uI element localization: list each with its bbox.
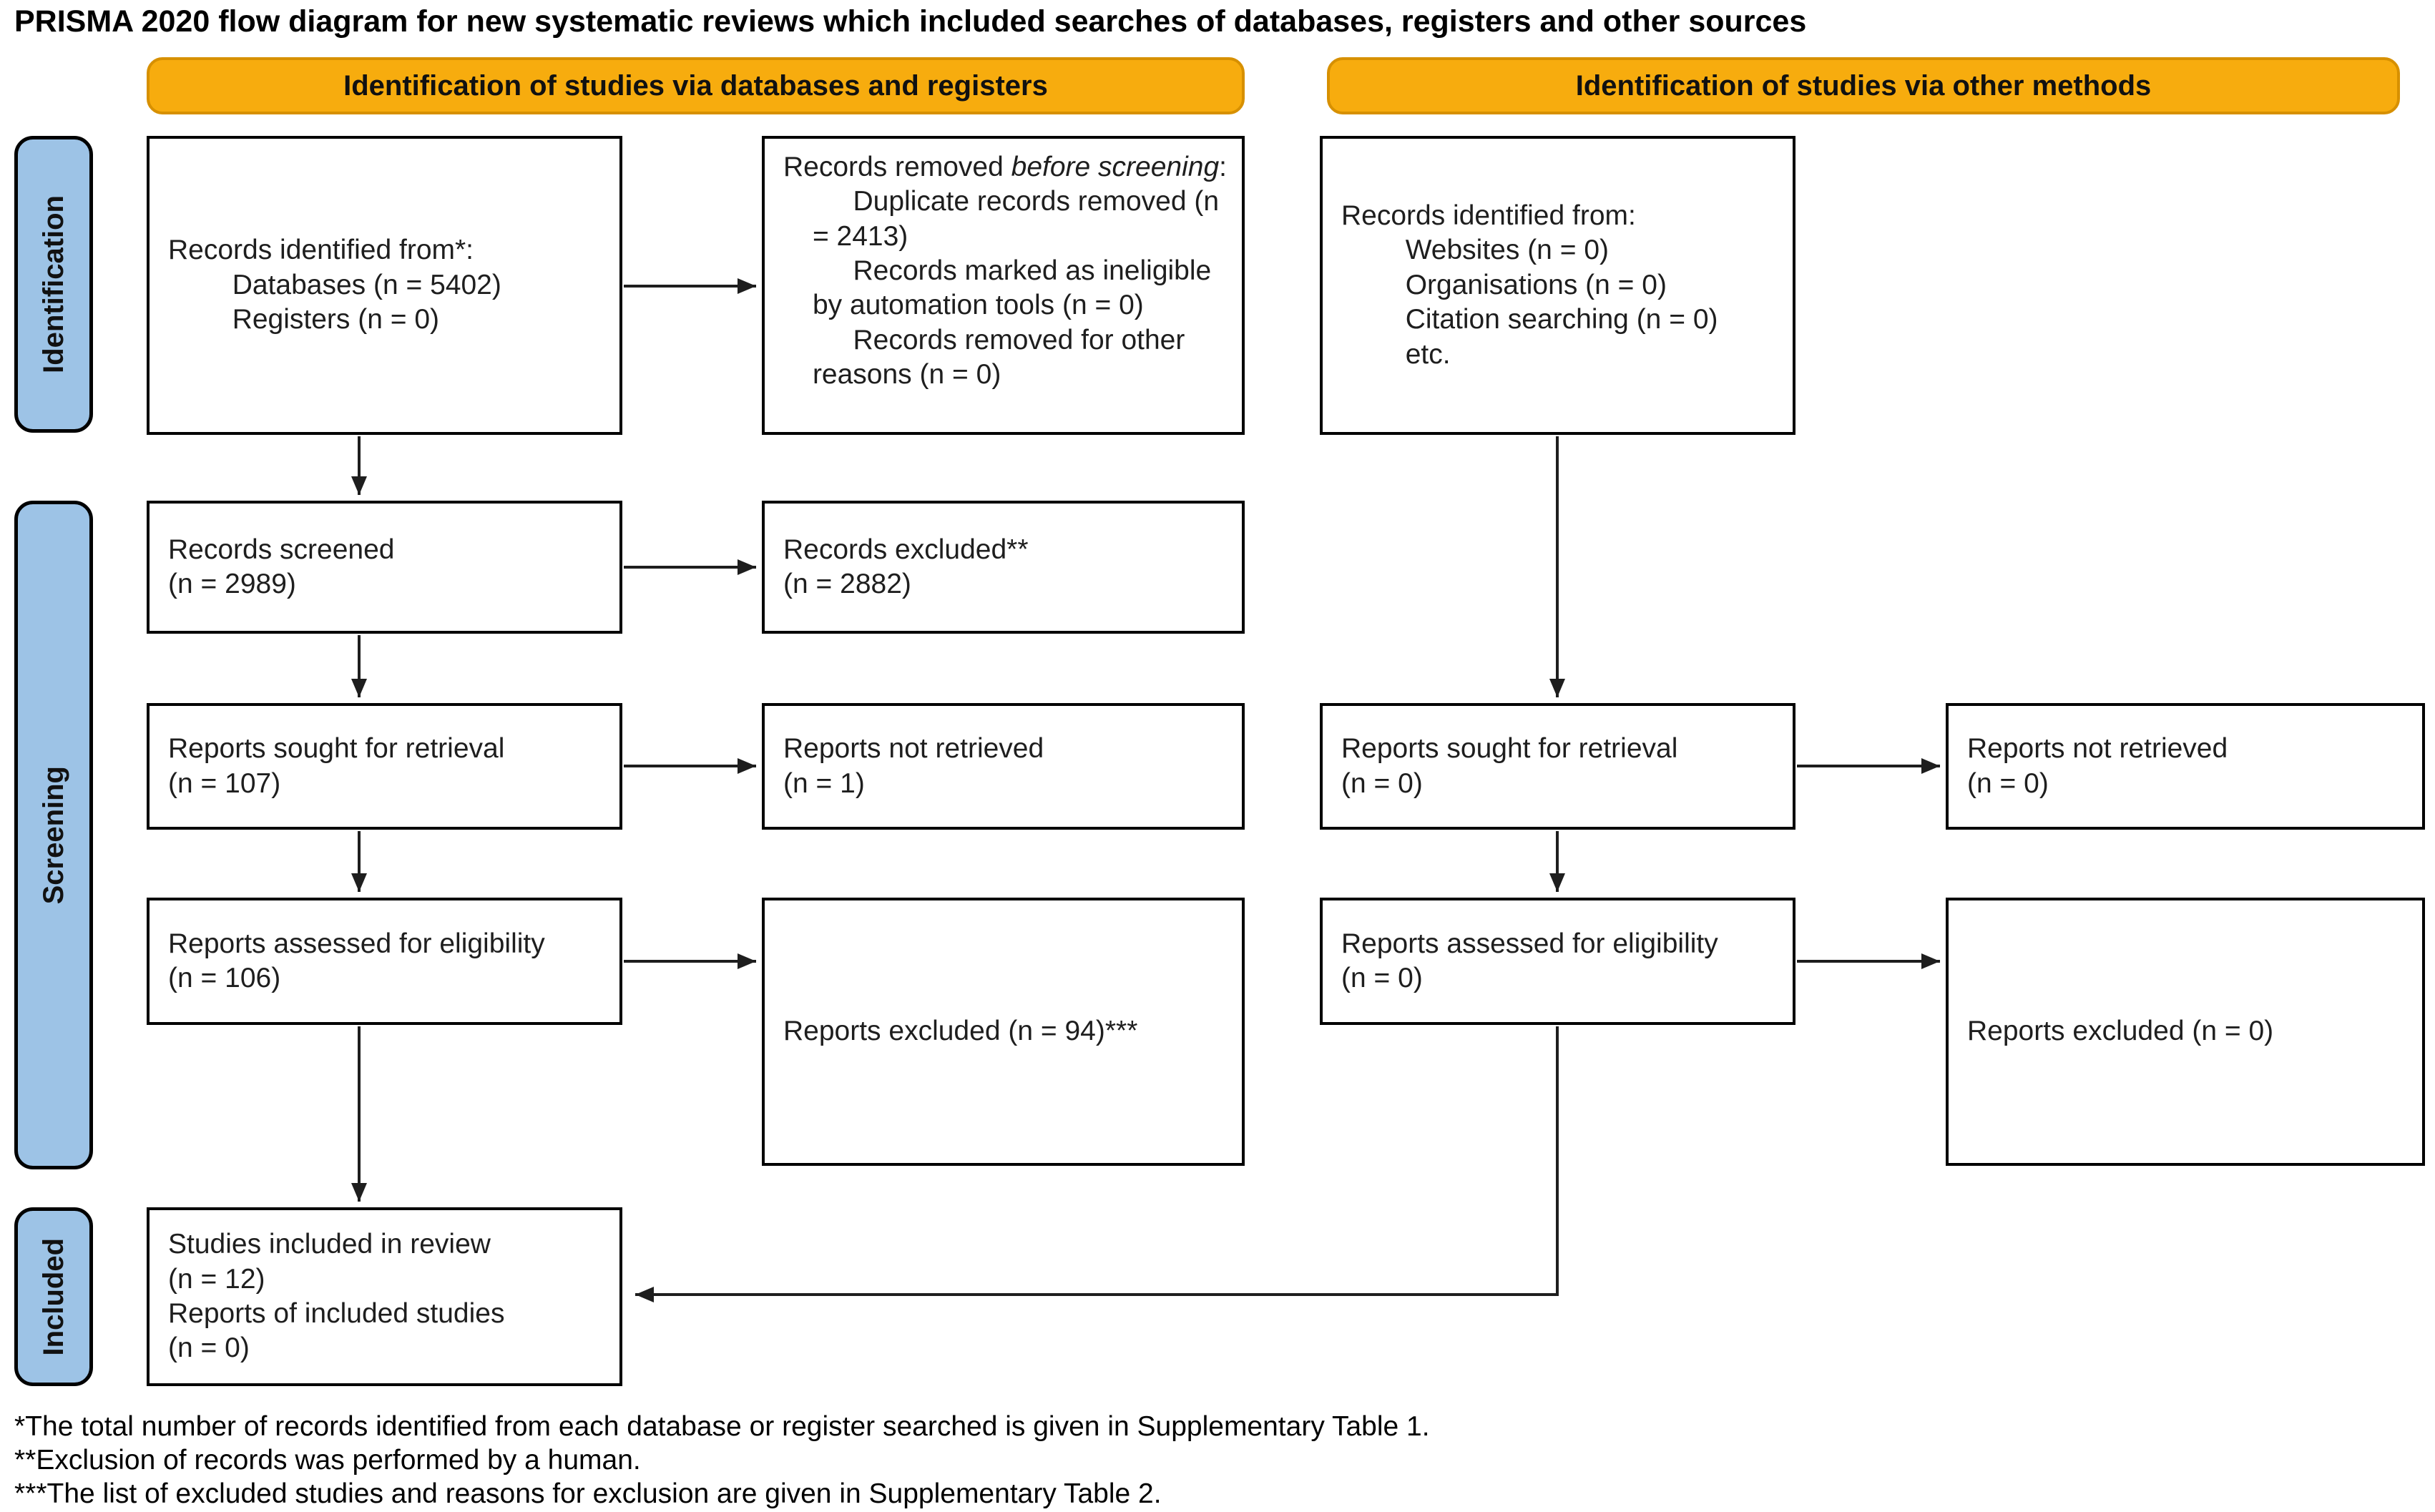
box-reports-not-retrieved-databases: Reports not retrieved (n = 1) (762, 703, 1245, 830)
box-studies-included: Studies included in review (n = 12) Repo… (147, 1207, 622, 1386)
footnote-1: *The total number of records identified … (14, 1411, 1430, 1442)
footnote-2: **Exclusion of records was performed by … (14, 1444, 641, 1476)
banner-other-methods: Identification of studies via other meth… (1327, 57, 2400, 114)
records-excluded-count: (n = 2882) (783, 569, 911, 599)
reports-sought-other-label: Reports sought for retrieval (1341, 733, 1678, 765)
reports-not-retrieved-db-count: (n = 1) (783, 767, 865, 799)
banner-databases-registers-label: Identification of studies via databases … (343, 69, 1048, 102)
stage-label-screening-text: Screening (37, 765, 69, 905)
box-records-screened: Records screened (n = 2989) (147, 501, 622, 634)
studies-included-label: Studies included in review (168, 1229, 491, 1260)
reports-assessed-db-count: (n = 106) (168, 963, 281, 993)
stage-label-identification-text: Identification (37, 195, 69, 373)
reports-excluded-other-label: Reports excluded (n = 0) (1967, 1016, 2274, 1047)
websites-count: Websites (n = 0) (1405, 235, 1609, 266)
box-reports-excluded-databases: Reports excluded (n = 94)*** (762, 898, 1245, 1166)
reports-excluded-db-label: Reports excluded (n = 94)*** (783, 1016, 1138, 1047)
reports-sought-other-count: (n = 0) (1341, 767, 1423, 799)
banner-databases-registers: Identification of studies via databases … (147, 57, 1245, 114)
box-records-identified-databases: Records identified from*: Databases (n =… (147, 136, 622, 435)
box-reports-excluded-other: Reports excluded (n = 0) (1946, 898, 2425, 1166)
box-reports-assessed-databases: Reports assessed for eligibility (n = 10… (147, 898, 622, 1025)
reports-not-retrieved-other-count: (n = 0) (1967, 767, 2049, 799)
records-removed-heading: Records removed before screening: (783, 152, 1228, 182)
citation-searching-count: Citation searching (n = 0) (1405, 304, 1718, 335)
etc-label: etc. (1405, 338, 1451, 370)
stage-label-included: Included (14, 1207, 93, 1386)
reports-of-included-studies-count: (n = 0) (168, 1332, 250, 1364)
diagram-title: PRISMA 2020 flow diagram for new systema… (14, 4, 1807, 39)
records-excluded-label: Records excluded** (783, 534, 1029, 565)
box-reports-sought-other: Reports sought for retrieval (n = 0) (1320, 703, 1795, 830)
organisations-count: Organisations (n = 0) (1405, 269, 1667, 300)
stage-label-identification: Identification (14, 136, 93, 433)
duplicate-records-removed-count: Duplicate records removed (n = 2413) (812, 186, 1220, 252)
records-identified-registers-count: Registers (n = 0) (232, 304, 440, 335)
banner-other-methods-label: Identification of studies via other meth… (1575, 69, 2152, 102)
reports-assessed-other-count: (n = 0) (1341, 963, 1423, 993)
footnote-3: ***The list of excluded studies and reas… (14, 1478, 1162, 1509)
stage-label-screening: Screening (14, 501, 93, 1169)
box-records-removed-before-screening: Records removed before screening: Duplic… (762, 136, 1245, 435)
reports-assessed-db-label: Reports assessed for eligibility (168, 928, 545, 959)
reports-sought-db-label: Reports sought for retrieval (168, 733, 505, 765)
records-identified-heading: Records identified from*: (168, 235, 474, 266)
box-records-excluded: Records excluded** (n = 2882) (762, 501, 1245, 634)
records-removed-other-reasons-count: Records removed for other reasons (n = 0… (812, 324, 1185, 391)
records-ineligible-automation-count: Records marked as ineligible by automati… (812, 255, 1212, 321)
box-reports-sought-databases: Reports sought for retrieval (n = 107) (147, 703, 622, 830)
records-identified-databases-count: Databases (n = 5402) (232, 269, 501, 300)
studies-included-count: (n = 12) (168, 1263, 265, 1295)
box-reports-assessed-other: Reports assessed for eligibility (n = 0) (1320, 898, 1795, 1025)
reports-not-retrieved-other-label: Reports not retrieved (1967, 733, 2228, 765)
footnotes: *The total number of records identified … (14, 1410, 2404, 1511)
box-reports-not-retrieved-other: Reports not retrieved (n = 0) (1946, 703, 2425, 830)
reports-not-retrieved-db-label: Reports not retrieved (783, 733, 1044, 765)
reports-sought-db-count: (n = 107) (168, 767, 281, 799)
reports-of-included-studies-label: Reports of included studies (168, 1298, 505, 1329)
box-records-identified-other: Records identified from: Websites (n = 0… (1320, 136, 1795, 435)
records-screened-label: Records screened (168, 534, 395, 565)
stage-label-included-text: Included (37, 1237, 69, 1356)
records-identified-other-heading: Records identified from: (1341, 200, 1636, 232)
records-screened-count: (n = 2989) (168, 569, 296, 599)
reports-assessed-other-label: Reports assessed for eligibility (1341, 928, 1718, 959)
